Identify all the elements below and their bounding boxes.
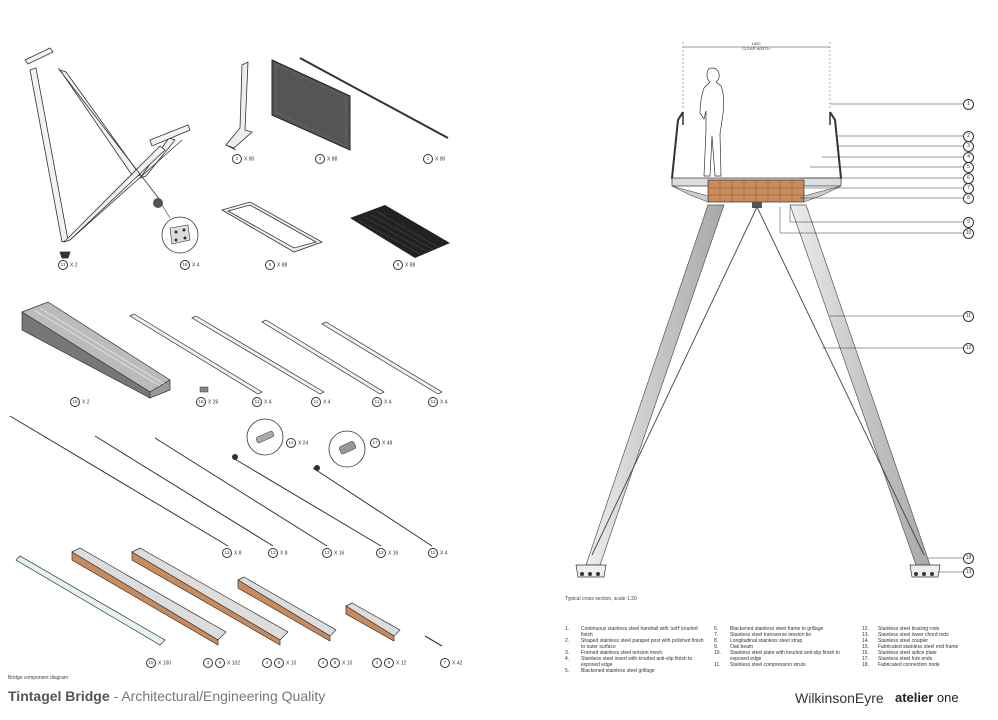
grillage bbox=[350, 205, 450, 258]
coupler-detail bbox=[232, 418, 284, 460]
callout: 11 bbox=[963, 311, 974, 322]
legend-row: 12.Stainless steel bracing rods bbox=[862, 626, 940, 632]
callout: 8 bbox=[963, 193, 974, 204]
truss-assembly bbox=[24, 47, 191, 259]
plate-strip bbox=[15, 555, 166, 646]
mesh-panel bbox=[271, 59, 351, 151]
legend-row: 10.Stainless steel plate with knurled an… bbox=[714, 650, 840, 662]
fork-end-detail bbox=[314, 430, 366, 471]
callout: 18 bbox=[963, 553, 974, 564]
legend-row: 11.Stainless steel compression struts bbox=[714, 662, 806, 668]
legend-row: 2.Shaped stainless steel parapet post wi… bbox=[565, 638, 704, 650]
callout: 3 bbox=[963, 141, 974, 152]
callout: 1 bbox=[963, 99, 974, 110]
legend-column-3: 12.Stainless steel bracing rods 13.Stain… bbox=[862, 626, 998, 668]
legend-row: 18.Fabricated connection node bbox=[862, 662, 940, 668]
callout: 13 bbox=[963, 567, 974, 578]
legend-row: 17.Stainless steel fork ends bbox=[862, 656, 933, 662]
legend-row: 13.Stainless steel lower chord rods bbox=[862, 632, 949, 638]
bracing-rods bbox=[9, 415, 433, 547]
grillage-frame bbox=[220, 201, 323, 253]
legend-row: 6.Blackened stainless steel frame to gri… bbox=[714, 626, 824, 632]
oak-beams bbox=[71, 547, 401, 646]
atelier-one-logo: atelier one bbox=[895, 690, 959, 705]
legend-row: 9.Oak beam bbox=[714, 644, 754, 650]
handrail bbox=[299, 57, 449, 139]
tension-tie bbox=[424, 635, 443, 647]
callout: 5 bbox=[963, 162, 974, 173]
parapet-post bbox=[225, 61, 253, 151]
legend-row: 5.Blackened stainless steel grillage bbox=[565, 668, 655, 674]
left-caption: Bridge component diagram bbox=[8, 675, 69, 681]
legend-row: 3.Framed stainless steel tension mesh bbox=[565, 650, 663, 656]
legend-column-1: 1.Continuous stainless steel handrail wi… bbox=[565, 626, 705, 674]
legend-column-2: 6.Blackened stainless steel frame to gri… bbox=[714, 626, 854, 668]
legend-row: 7.Stainless steel transverse tension tie bbox=[714, 632, 812, 638]
compression-bars bbox=[129, 313, 443, 395]
splice-plate bbox=[199, 386, 209, 393]
wilkinsoneyre-logo: WilkinsonEyre bbox=[795, 690, 884, 706]
callout: 10 bbox=[963, 228, 974, 239]
legend-row: 15.Fabricated stainless steel end frame bbox=[862, 644, 959, 650]
legend-row: 4.Stainless steel insert with knurled an… bbox=[565, 656, 693, 668]
callout: 9 bbox=[963, 217, 974, 228]
section-caption: Typical cross section, scale 1:20 bbox=[565, 596, 637, 602]
connection-node-detail bbox=[153, 198, 199, 254]
person-silhouette bbox=[699, 67, 725, 177]
cross-section bbox=[575, 42, 964, 578]
end-frame bbox=[21, 301, 171, 399]
legend-row: 8.Longitudinal stainless steel strap bbox=[714, 638, 803, 644]
callout: 12 bbox=[963, 343, 974, 354]
legend-row: 16.Stainless steel splice plate bbox=[862, 650, 937, 656]
legend-row: 1.Continuous stainless steel handrail wi… bbox=[565, 626, 698, 638]
legend-row: 14.Stainless steel coupler bbox=[862, 638, 929, 644]
sheet-title: Tintagel Bridge - Architectural/Engineer… bbox=[8, 688, 326, 704]
